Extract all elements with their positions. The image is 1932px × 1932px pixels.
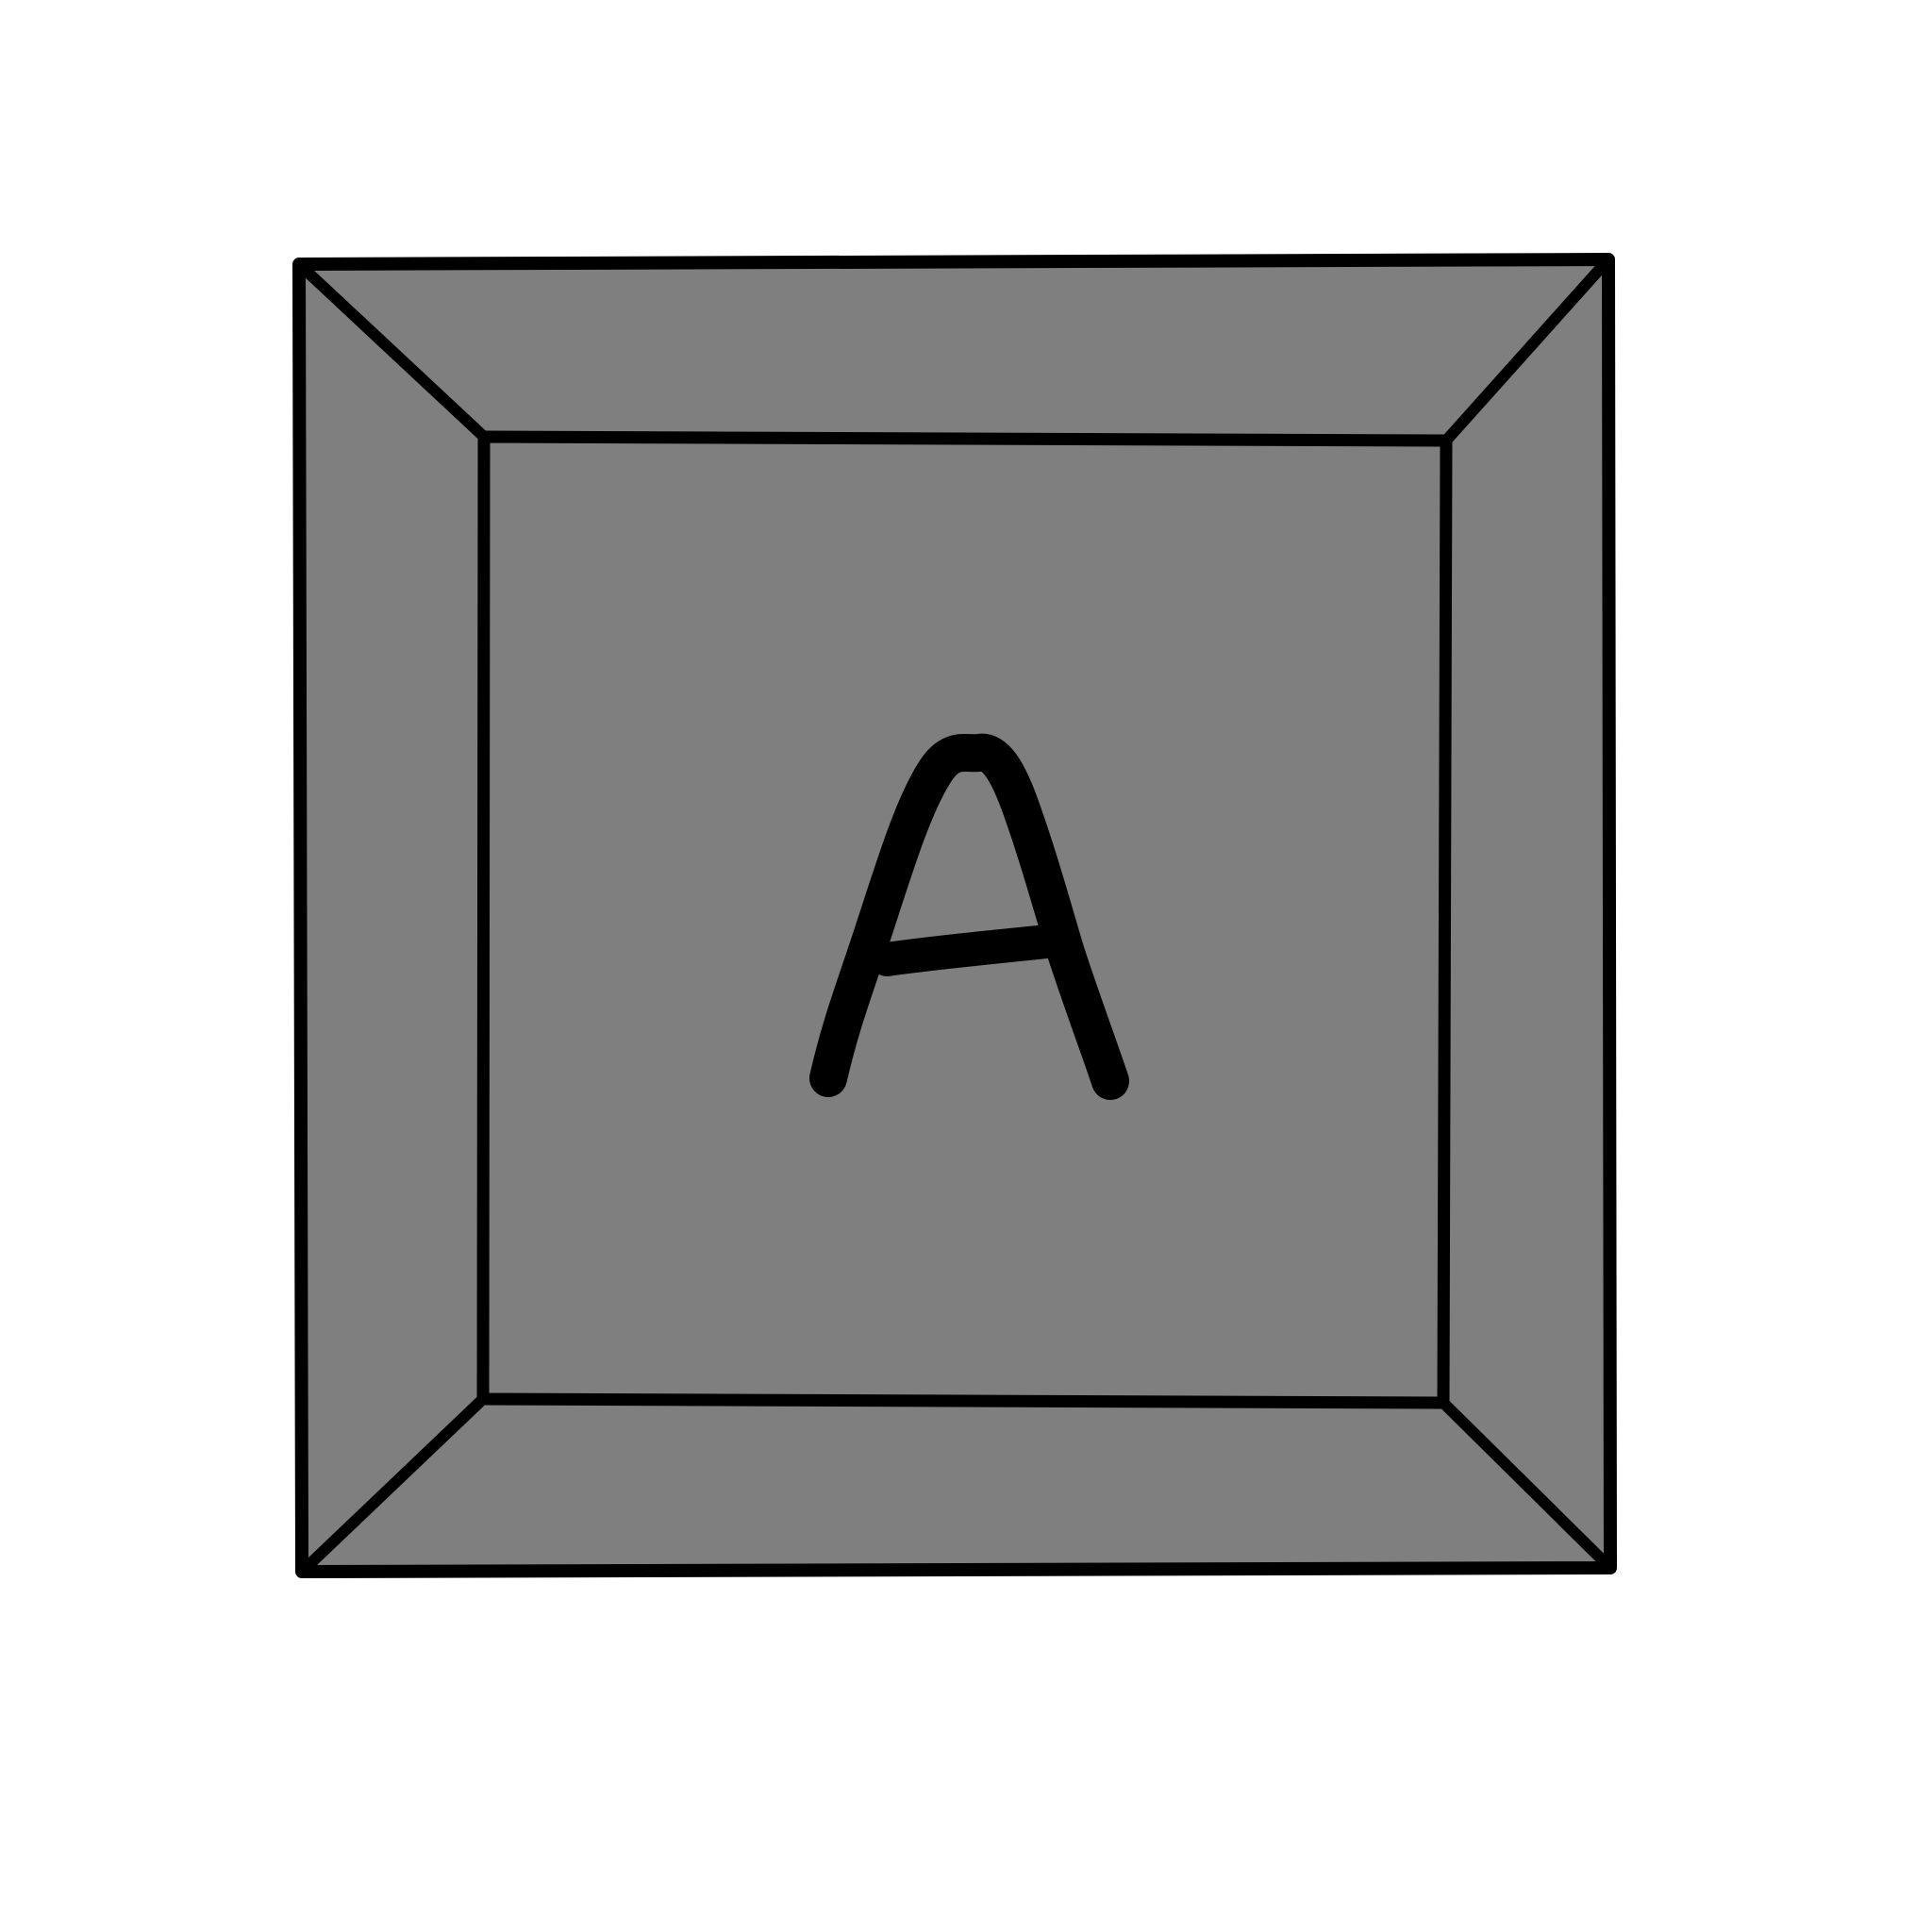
key-letter-glyph xyxy=(809,733,1129,1100)
bevel-line-top-left xyxy=(293,258,490,442)
key-label-text: A xyxy=(774,717,1170,1113)
bevel-line-bottom-left xyxy=(296,1393,489,1577)
bevel-line-bottom-right xyxy=(1438,1397,1616,1574)
bevel-line-top-right xyxy=(1441,254,1614,446)
